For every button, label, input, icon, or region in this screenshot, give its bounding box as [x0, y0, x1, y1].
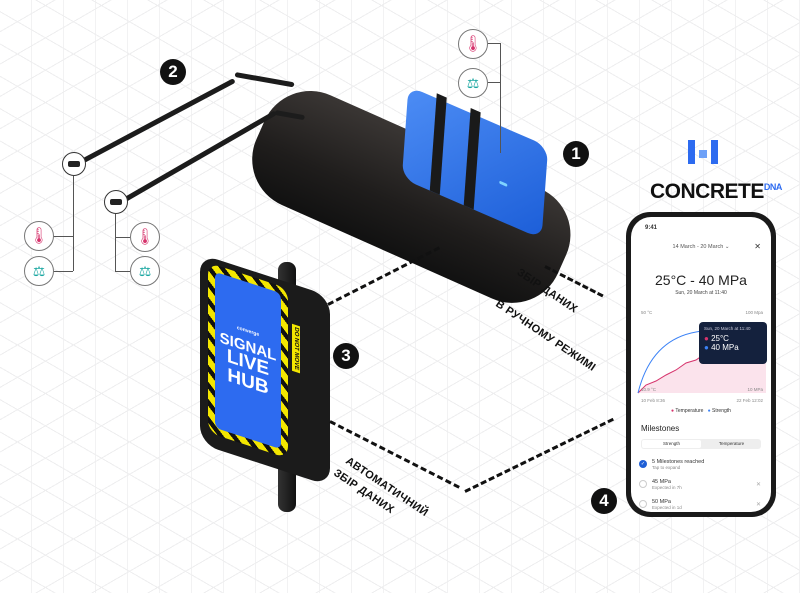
y-left-max: 50 °C — [641, 310, 653, 315]
x-start: 10 Feb 8:36 — [641, 398, 666, 403]
thermometer-icon: 🌡︎ — [458, 29, 488, 59]
weight-icon: ⚖︎ — [24, 256, 54, 286]
tab-temperature[interactable]: Temperature — [718, 441, 745, 446]
phone-mockup: 9:41 14 March - 20 March ⌄ ✕ 25°C - 40 M… — [626, 212, 776, 517]
arrow-auto-to-phone — [464, 417, 614, 493]
dismiss-icon: ✕ — [755, 502, 761, 508]
step-badge-2: 2 — [160, 59, 186, 85]
hub-warning: DO NOT MOVE — [292, 323, 300, 374]
thermometer-icon: 🌡︎ — [24, 221, 54, 251]
milestone-item[interactable]: 45 MPa Expected in 7h ✕ — [639, 479, 765, 490]
manual-label: В РУЧНОМУ РЕЖИМІ — [493, 298, 598, 374]
y-right-max: 100 Mpa — [745, 310, 763, 315]
sensor-strap — [463, 107, 481, 210]
probe-cable — [234, 72, 295, 88]
check-icon: ✓ — [639, 460, 647, 468]
dismiss-icon: ✕ — [755, 482, 761, 488]
milestones-title: Milestones — [641, 424, 680, 433]
sensor-strap — [429, 93, 447, 195]
close-icon[interactable]: ✕ — [754, 242, 761, 251]
tab-strength[interactable]: Strength — [642, 440, 701, 448]
weight-icon: ⚖︎ — [130, 256, 160, 286]
sensor-led — [499, 180, 508, 187]
arrow-manual-to-hub — [327, 246, 441, 306]
chart-tooltip: Sun, 20 March at 11:40 ● 25°C ● 40 MPa — [699, 322, 767, 364]
headline-value: 25°C - 40 MPa — [655, 272, 747, 288]
step-badge-1: 1 — [563, 141, 589, 167]
milestone-item[interactable]: ✓ 5 Milestones reached Tap to expand — [639, 459, 705, 470]
date-range-dropdown[interactable]: 14 March - 20 March ⌄ — [672, 244, 730, 250]
x-end: 22 Feb 12:02 — [736, 398, 763, 403]
y-right-min: 10 MPa — [747, 387, 763, 392]
phone-screen: 9:41 14 March - 20 March ⌄ ✕ 25°C - 40 M… — [631, 217, 771, 512]
thermometer-icon: 🌡︎ — [130, 222, 160, 252]
radio-icon — [639, 480, 647, 488]
concretedna-logo-icon — [688, 140, 718, 164]
y-left-min: 10.9 °C — [641, 387, 657, 392]
signal-live-hub: converge SIGNAL LIVE HUB DO NOT MOVE — [200, 253, 330, 487]
status-time: 9:41 — [645, 225, 658, 231]
probe-tip — [104, 190, 128, 214]
step-badge-3: 3 — [333, 343, 359, 369]
chart-legend: ● Temperature ● Strength — [671, 408, 731, 414]
radio-icon — [639, 500, 647, 508]
weight-icon: ⚖︎ — [458, 68, 488, 98]
concretedna-logo: CONCRETEDNA — [650, 180, 782, 203]
headline-date: Sun, 20 March at 11:40 — [675, 290, 727, 296]
milestone-item[interactable]: 50 MPa Expected in 1d ✕ — [639, 499, 765, 510]
probe-tip — [62, 152, 86, 176]
milestones-tabs: Strength Temperature — [641, 439, 761, 449]
step-badge-4: 4 — [591, 488, 617, 514]
